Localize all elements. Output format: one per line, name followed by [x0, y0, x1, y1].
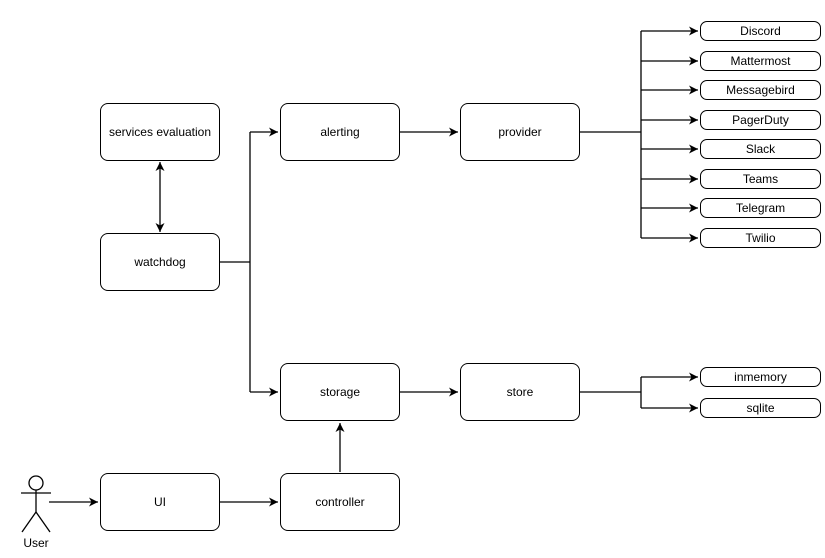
node-store-sqlite: sqlite	[700, 398, 821, 418]
node-services-evaluation: services evaluation	[100, 103, 220, 161]
node-ui: UI	[100, 473, 220, 531]
node-storage: storage	[280, 363, 400, 421]
node-provider: provider	[460, 103, 580, 161]
node-provider-slack: Slack	[700, 139, 821, 159]
node-provider-teams: Teams	[700, 169, 821, 189]
edge-store-trunk	[580, 377, 642, 408]
node-alerting: alerting	[280, 103, 400, 161]
node-store-inmemory: inmemory	[700, 367, 821, 387]
user-actor-label: User	[23, 536, 49, 550]
node-provider-messagebird: Messagebird	[700, 80, 821, 100]
node-store: store	[460, 363, 580, 421]
node-provider-mattermost: Mattermost	[700, 51, 821, 71]
node-provider-twilio: Twilio	[700, 228, 821, 248]
node-controller: controller	[280, 473, 400, 531]
node-provider-discord: Discord	[700, 21, 821, 41]
user-actor-icon	[21, 475, 51, 533]
node-watchdog: watchdog	[100, 233, 220, 291]
node-provider-telegram: Telegram	[700, 198, 821, 218]
edge-provider-trunk	[580, 31, 642, 238]
node-provider-pagerduty: PagerDuty	[700, 110, 821, 130]
